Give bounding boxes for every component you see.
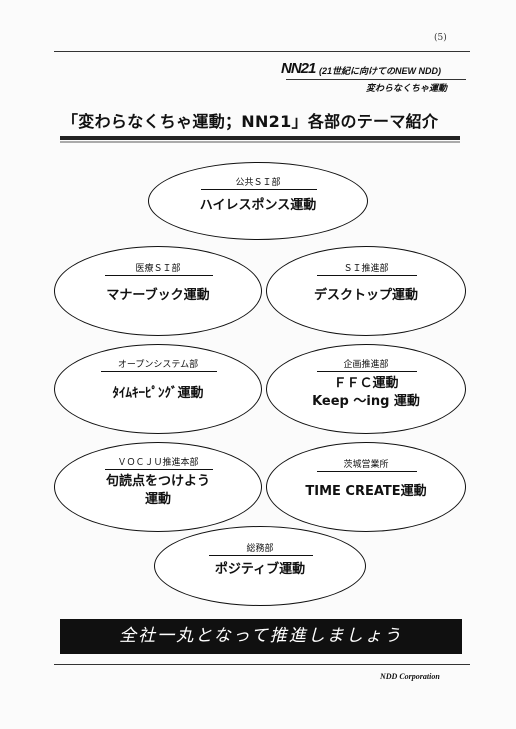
- brand-subtitle: (21世紀に向けてのNEW NDD): [319, 66, 442, 76]
- title-underline-shadow: [60, 141, 460, 143]
- dept-underline: [317, 371, 417, 372]
- brand-rule: [286, 79, 466, 80]
- dept-oval-ibaraki: 茨城営業所 TIME CREATE運動: [266, 442, 466, 532]
- dept-underline: [105, 275, 213, 276]
- activity-name: Keep ～ing 運動: [312, 394, 420, 409]
- dept-oval-si-promotion: ＳＩ推進部 デスクトップ運動: [266, 246, 466, 336]
- dept-oval-public-si: 公共ＳＩ部 ハイレスポンス運動: [148, 162, 368, 240]
- dept-name: 総務部: [246, 544, 274, 554]
- dept-name: オープンシステム部: [117, 360, 199, 370]
- page-number: (5): [434, 33, 447, 43]
- title-underline: [60, 136, 460, 140]
- activity-name: 句読点をつけよう: [105, 474, 210, 489]
- activity-name: デスクトップ運動: [313, 288, 418, 303]
- dept-name: 公共ＳＩ部: [235, 178, 281, 188]
- activity-name: TIME CREATE運動: [305, 484, 427, 499]
- dept-name: 企画推進部: [343, 360, 389, 370]
- dept-underline: [317, 275, 417, 276]
- dept-name: ＶＯＣＪＵ推進本部: [117, 458, 199, 468]
- dept-underline: [105, 469, 213, 470]
- activity-name: ポジティブ運動: [214, 562, 306, 577]
- dept-underline: [201, 189, 317, 190]
- dept-underline: [209, 555, 313, 556]
- dept-oval-planning: 企画推進部 ＦＦＣ運動 Keep ～ing 運動: [266, 344, 466, 434]
- dept-oval-medical-si: 医療ＳＩ部 マナーブック運動: [54, 246, 262, 336]
- brand-tagline: 変わらなくちゃ運動: [366, 84, 448, 94]
- dept-name: 茨城営業所: [343, 460, 389, 470]
- dept-underline: [101, 371, 217, 372]
- dept-name: ＳＩ推進部: [343, 264, 389, 274]
- dept-underline: [317, 471, 417, 472]
- activity-name: マナーブック運動: [106, 288, 210, 303]
- dept-oval-vocju: ＶＯＣＪＵ推進本部 句読点をつけよう 運動: [54, 442, 262, 532]
- dept-name: 医療ＳＩ部: [135, 264, 181, 274]
- activity-name: 運動: [144, 492, 171, 507]
- brand-block: NN21 (21世紀に向けてのNEW NDD): [281, 60, 471, 77]
- header-rule: [54, 51, 470, 52]
- brand-logo: NN21: [281, 60, 316, 77]
- dept-oval-general-affairs: 総務部 ポジティブ運動: [154, 526, 366, 606]
- activity-name: ﾀｲﾑｷｰﾋﾟﾝｸﾞ運動: [112, 386, 204, 401]
- slogan-banner: 全社一丸となって推進しましょう: [60, 619, 462, 654]
- page-title: 「変わらなくちゃ運動；NN21」各部のテーマ紹介: [62, 112, 439, 131]
- dept-oval-open-system: オープンシステム部 ﾀｲﾑｷｰﾋﾟﾝｸﾞ運動: [54, 344, 262, 434]
- footer-rule: [54, 664, 470, 665]
- footer-corporation: NDD Corporation: [380, 672, 440, 681]
- activity-name: ＦＦＣ運動: [333, 376, 399, 391]
- activity-name: ハイレスポンス運動: [199, 198, 317, 213]
